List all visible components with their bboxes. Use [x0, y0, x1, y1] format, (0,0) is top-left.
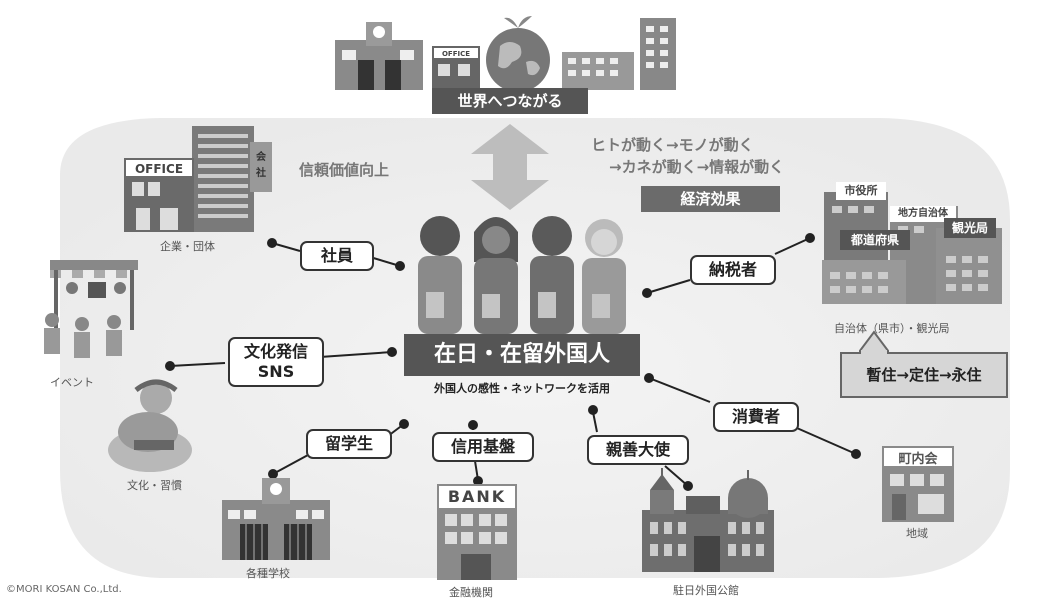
bank-building-illustration [437, 484, 517, 580]
foreign-residents-group-illustration [418, 216, 626, 334]
svg-text:会: 会 [256, 150, 266, 163]
company-building-illustration: 会 社 OFFICE [124, 126, 272, 232]
residence-pointer-icon [859, 330, 889, 354]
residence-progression-box: 暫住→定住→永住 [840, 352, 1008, 398]
local-government-sign: 地方自治体 [890, 206, 956, 222]
center-title: 在日・在留外国人 [404, 334, 640, 376]
community-hall-illustration [882, 446, 954, 522]
school-caption: 各種学校 [246, 567, 290, 580]
embassy-caption: 駐日外国公館 [673, 584, 739, 597]
flow-text-line1: ヒトが動く→モノが動く [591, 136, 754, 154]
spoke-ambassador: 親善大使 [587, 435, 689, 465]
world-buildings-illustration: OFFICE [335, 16, 676, 92]
culture-sumo-illustration [108, 379, 192, 472]
prefecture-sign: 都道府県 [840, 230, 910, 250]
company-caption: 企業・団体 [160, 240, 215, 253]
event-festival-illustration [44, 260, 138, 358]
spoke-culture-sns: 文化発信 SNS [228, 337, 324, 387]
trust-value-text: 信頼価値向上 [299, 161, 390, 179]
event-caption: イベント [50, 376, 94, 389]
spoke-student: 留学生 [306, 429, 392, 459]
world-connect-banner: 世界へつながる [432, 88, 588, 114]
government-caption: 自治体（県市）・観光局 [834, 322, 950, 335]
spoke-credit: 信用基盤 [432, 432, 534, 462]
center-subtitle: 外国人の感性・ネットワークを活用 [434, 382, 610, 395]
svg-text:OFFICE: OFFICE [442, 50, 470, 58]
embassy-building-illustration [642, 468, 774, 572]
svg-text:OFFICE: OFFICE [135, 162, 183, 176]
double-arrow-icon [471, 124, 549, 210]
bank-caption: 金融機関 [449, 586, 493, 599]
copyright-text: ©MORI KOSAN Co.,Ltd. [6, 584, 122, 595]
city-hall-sign: 市役所 [836, 182, 886, 200]
spoke-taxpayer: 納税者 [690, 255, 776, 285]
community-caption: 地域 [906, 527, 928, 540]
bank-sign: BANK [447, 487, 507, 506]
spoke-consumer: 消費者 [713, 402, 799, 432]
culture-caption: 文化・習慣 [127, 479, 182, 492]
tourism-bureau-sign: 観光局 [944, 218, 996, 238]
flow-text-line2: →カネが動く→情報が動く [609, 158, 785, 176]
spoke-employee: 社員 [300, 241, 374, 271]
svg-text:社: 社 [255, 166, 266, 179]
community-sign: 町内会 [898, 452, 938, 467]
school-building-illustration [222, 478, 330, 560]
economic-effect-badge: 経済効果 [641, 186, 780, 212]
